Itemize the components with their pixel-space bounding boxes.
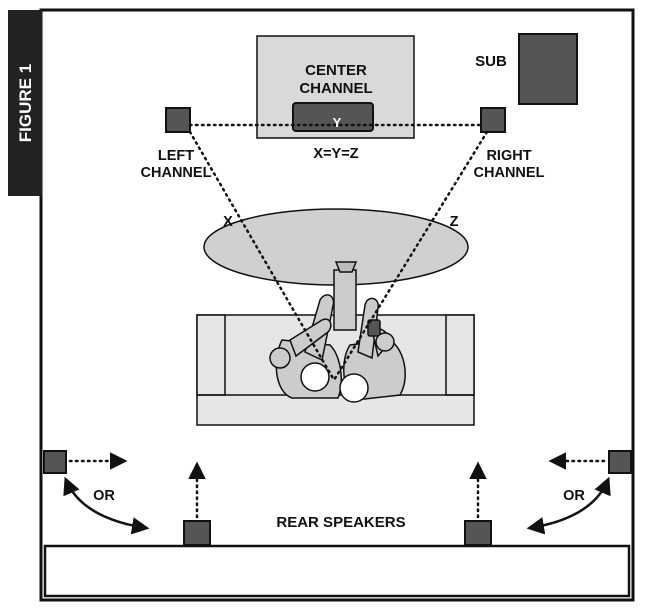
listeners	[269, 261, 406, 403]
left-label-line2: CHANNEL	[141, 165, 212, 181]
rear-right-side-speaker	[608, 450, 632, 474]
subwoofer	[518, 33, 578, 105]
distance-lines	[188, 123, 489, 382]
rear-right-back-speaker	[464, 520, 492, 546]
center-label-line1: CENTER	[305, 62, 367, 79]
rear-left-back-speaker	[183, 520, 211, 546]
x-label: X	[223, 214, 233, 230]
right-label-line1: RIGHT	[486, 148, 531, 164]
right-label-line2: CHANNEL	[474, 165, 545, 181]
equation-label: X=Y=Z	[313, 146, 358, 162]
sofa	[196, 314, 475, 426]
center-label-line2: CHANNEL	[299, 80, 372, 97]
rear-direction-arrows	[63, 452, 611, 535]
left-speaker	[165, 107, 191, 133]
rear-speakers-label: REAR SPEAKERS	[276, 514, 405, 531]
back-wall-strip	[43, 544, 631, 598]
figure-tab	[8, 10, 42, 196]
rear-left-side-speaker	[43, 450, 67, 474]
right-speaker	[480, 107, 506, 133]
sub-label: SUB	[475, 53, 507, 70]
left-label-line1: LEFT	[158, 148, 194, 164]
z-label: Z	[450, 214, 459, 230]
or-right-label: OR	[563, 488, 585, 504]
y-label: Y	[333, 115, 342, 130]
figure-label: FIGURE 1	[16, 64, 35, 142]
or-left-label: OR	[93, 488, 115, 504]
